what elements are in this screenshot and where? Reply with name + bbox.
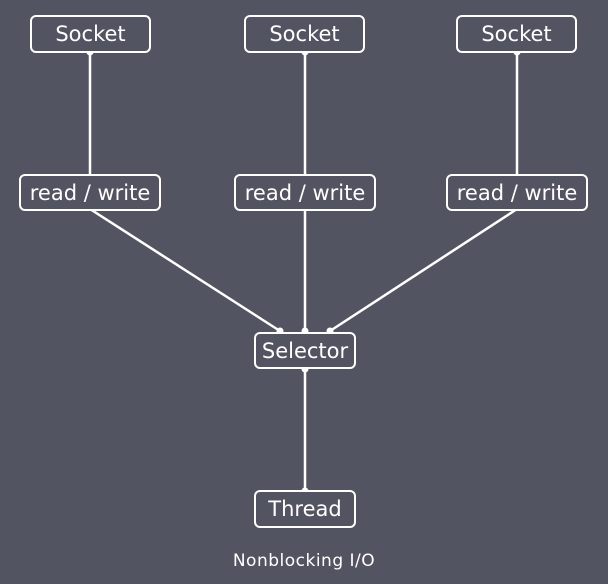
thread-label: Thread <box>268 497 342 521</box>
diagram-caption: Nonblocking I/O <box>232 551 376 571</box>
selector-node: Selector <box>254 332 356 369</box>
socket-label: Socket <box>481 22 552 46</box>
read-write-node-2: read / write <box>234 174 376 211</box>
socket-label: Socket <box>269 22 340 46</box>
read-write-node-3: read / write <box>446 174 588 211</box>
socket-node-2: Socket <box>244 15 365 53</box>
socket-node-1: Socket <box>30 15 151 53</box>
selector-label: Selector <box>261 338 349 363</box>
socket-label: Socket <box>55 22 126 46</box>
socket-node-3: Socket <box>456 15 577 53</box>
read-write-label: read / write <box>456 180 578 205</box>
link-rw-3-to-selector <box>329 207 518 333</box>
read-write-label: read / write <box>244 180 366 205</box>
read-write-node-1: read / write <box>19 174 161 211</box>
link-rw-1-to-selector <box>89 207 281 333</box>
thread-node: Thread <box>254 490 356 528</box>
read-write-label: read / write <box>29 180 151 205</box>
